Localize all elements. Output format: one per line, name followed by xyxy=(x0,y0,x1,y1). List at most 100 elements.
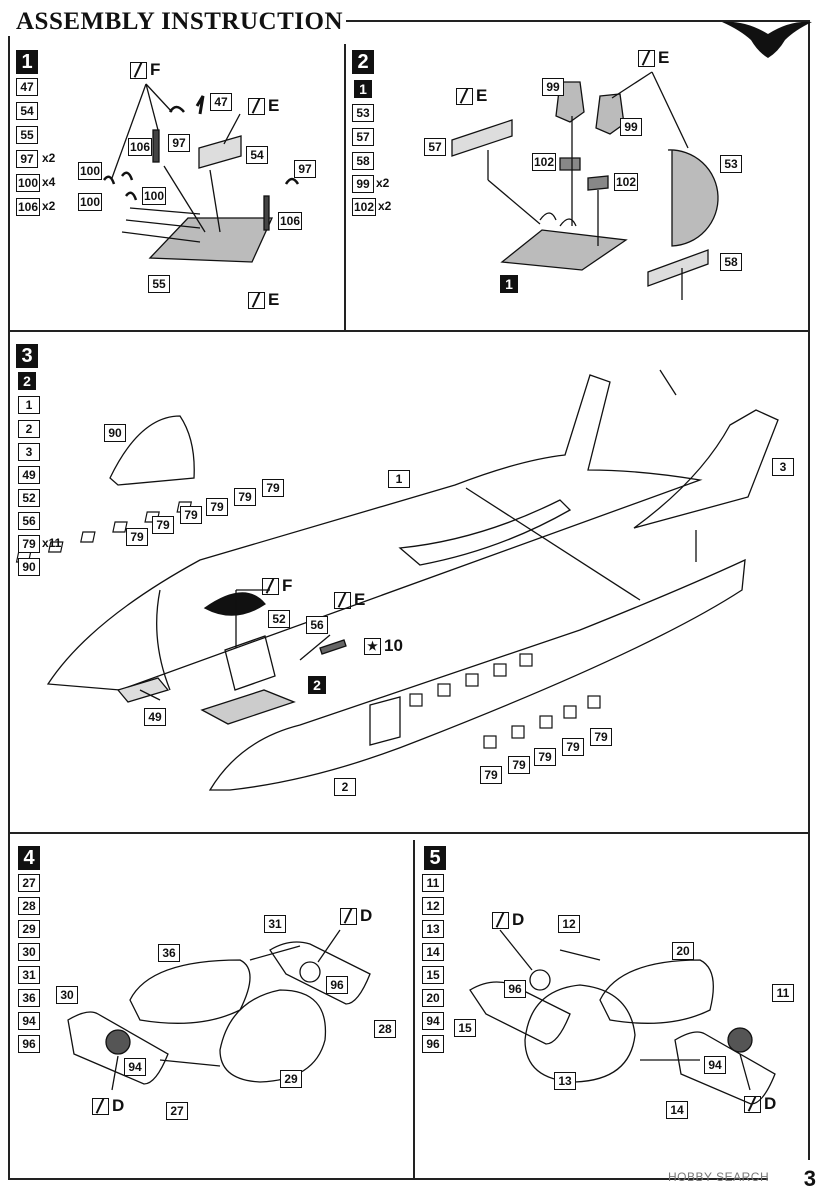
step4-callout-94: 94 xyxy=(124,1058,146,1076)
step3-subassembly-ref: 2 xyxy=(308,676,326,694)
divider-row2 xyxy=(8,832,808,834)
step3-prereq: 2 xyxy=(18,372,36,390)
paint-brush-icon xyxy=(340,908,357,926)
step4-list-27: 27 xyxy=(18,874,40,892)
step1-callout-106b: 106 xyxy=(278,212,303,230)
step3-callout-3: 3 xyxy=(772,458,794,476)
step2-mult-99: x2 xyxy=(376,176,390,190)
step2-prereq: 1 xyxy=(354,80,372,98)
paint-brush-icon xyxy=(262,578,279,596)
step1-callout-47: 47 xyxy=(210,93,232,111)
step4-list-31: 31 xyxy=(18,966,40,984)
step4-list-94: 94 xyxy=(18,1012,40,1030)
step2-callout-99b: 99 xyxy=(620,118,642,136)
step2-list-102: 102 xyxy=(352,198,377,216)
step2-callout-102a: 102 xyxy=(532,153,557,171)
step2-subassembly-ref: 1 xyxy=(500,275,518,293)
step1-list-106: 106 xyxy=(16,198,41,216)
step3-window-79: 79 xyxy=(180,506,202,524)
step4-callout-28: 28 xyxy=(374,1020,396,1038)
step1-paint-e: E xyxy=(248,96,279,116)
step4-list-36: 36 xyxy=(18,989,40,1007)
step3-window-79: 79 xyxy=(152,516,174,534)
step-2-number: 2 xyxy=(352,50,374,74)
paint-brush-icon xyxy=(744,1096,761,1114)
step1-mult-106: x2 xyxy=(42,199,56,213)
step-1-number: 1 xyxy=(16,50,38,74)
step3-list-49: 49 xyxy=(18,466,40,484)
step4-list-30: 30 xyxy=(18,943,40,961)
step1-callout-97b: 97 xyxy=(294,160,316,178)
step2-list-99: 99 xyxy=(352,175,374,193)
step5-callout-13: 13 xyxy=(554,1072,576,1090)
step5-list-15: 15 xyxy=(422,966,444,984)
frame-top xyxy=(8,20,808,22)
step1-callout-55: 55 xyxy=(148,275,170,293)
step5-paint-d2: D xyxy=(744,1094,776,1114)
step5-callout-96: 96 xyxy=(504,980,526,998)
step4-callout-36: 36 xyxy=(158,944,180,962)
paint-brush-icon xyxy=(638,50,655,68)
step3-window-79: 79 xyxy=(262,479,284,497)
step2-list-57: 57 xyxy=(352,128,374,146)
step5-list-96: 96 xyxy=(422,1035,444,1053)
step1-list-54: 54 xyxy=(16,102,38,120)
step1-callout-100c: 100 xyxy=(142,187,167,205)
owl-logo xyxy=(722,21,812,58)
step2-paint-e1: E xyxy=(456,86,487,106)
step1-mult-97: x2 xyxy=(42,151,56,165)
step3-callout-52: 52 xyxy=(268,610,290,628)
step-3-number: 3 xyxy=(16,344,38,368)
step2-callout-102b: 102 xyxy=(614,173,639,191)
step1-paint-f: F xyxy=(130,60,160,80)
step3-mult-79: x11 xyxy=(42,536,62,550)
step2-callout-57: 57 xyxy=(424,138,446,156)
step1-list-100: 100 xyxy=(16,174,41,192)
step3-window-79: 79 xyxy=(534,748,556,766)
step3-list-56: 56 xyxy=(18,512,40,530)
frame-bottom xyxy=(8,1178,768,1180)
paint-brush-icon xyxy=(248,98,265,116)
step4-callout-27: 27 xyxy=(166,1102,188,1120)
step1-callout-100a: 100 xyxy=(78,162,103,180)
page-title: ASSEMBLY INSTRUCTION xyxy=(16,8,343,35)
step3-paint-e: E xyxy=(334,590,365,610)
step3-callout-56: 56 xyxy=(306,616,328,634)
step3-window-79: 79 xyxy=(480,766,502,784)
step3-window-79: 79 xyxy=(508,756,530,774)
divider-row1 xyxy=(8,330,808,332)
step2-paint-e2: E xyxy=(638,48,669,68)
step5-callout-14: 14 xyxy=(666,1101,688,1119)
paint-brush-icon xyxy=(456,88,473,106)
step1-paint-e2: E xyxy=(248,290,279,310)
paint-brush-icon xyxy=(492,912,509,930)
step5-list-12: 12 xyxy=(422,897,444,915)
step5-list-11: 11 xyxy=(422,874,444,892)
step5-list-94: 94 xyxy=(422,1012,444,1030)
step3-list-90: 90 xyxy=(18,558,40,576)
step4-paint-d2: D xyxy=(92,1096,124,1116)
page-number: 3 xyxy=(803,1166,816,1191)
step2-mult-102: x2 xyxy=(378,199,392,213)
step1-list-97: 97 xyxy=(16,150,38,168)
step5-paint-d1: D xyxy=(492,910,524,930)
frame-right xyxy=(808,20,810,1160)
step4-list-28: 28 xyxy=(18,897,40,915)
step4-callout-30: 30 xyxy=(56,986,78,1004)
step1-callout-106a: 106 xyxy=(128,138,153,156)
step5-callout-94: 94 xyxy=(704,1056,726,1074)
step3-callout-49: 49 xyxy=(144,708,166,726)
step3-window-79: 79 xyxy=(234,488,256,506)
paint-brush-icon xyxy=(334,592,351,610)
step5-callout-11: 11 xyxy=(772,984,794,1002)
step5-callout-20: 20 xyxy=(672,942,694,960)
step2-callout-53: 53 xyxy=(720,155,742,173)
step5-list-14: 14 xyxy=(422,943,444,961)
step2-list-53: 53 xyxy=(352,104,374,122)
step3-list-2: 2 xyxy=(18,420,40,438)
step-4-number: 4 xyxy=(18,846,40,870)
step4-list-96: 96 xyxy=(18,1035,40,1053)
step3-decal: ★10 xyxy=(364,636,403,656)
divider-col1 xyxy=(344,44,346,330)
divider-col2 xyxy=(413,840,415,1178)
